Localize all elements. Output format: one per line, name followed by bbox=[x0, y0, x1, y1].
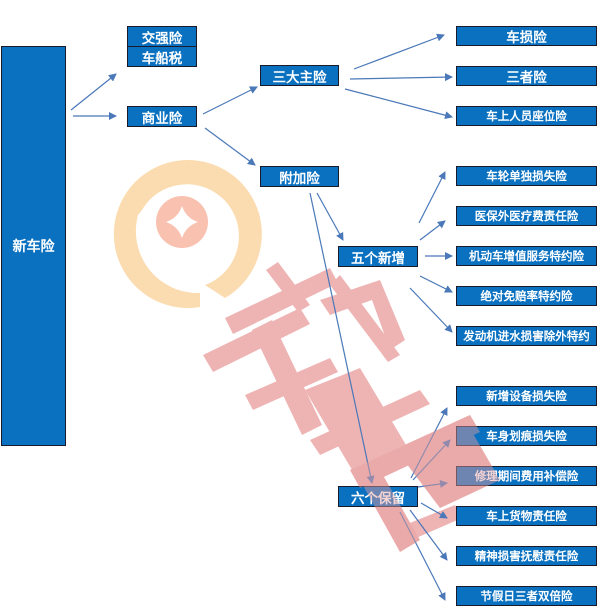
node-label: 车船税 bbox=[141, 50, 183, 67]
node-label: 六个保留 bbox=[351, 490, 405, 507]
root-label: 新车险 bbox=[12, 239, 55, 255]
node-label: 新增设备损失险 bbox=[486, 389, 567, 403]
node-label: 发动机进水损害除外特约 bbox=[463, 329, 590, 343]
node-new-item-2: 医保外医疗费责任险 bbox=[456, 206, 597, 226]
node-label: 车身划痕损失险 bbox=[486, 429, 567, 443]
node-new-item-4: 绝对免赔率特约险 bbox=[456, 286, 597, 306]
node-label: 交强险 bbox=[141, 30, 183, 47]
node-label: 绝对免赔率特约险 bbox=[480, 289, 573, 303]
node-label: 三大主险 bbox=[272, 69, 327, 86]
node-label: 医保外医疗费责任险 bbox=[474, 209, 579, 223]
node-label: 车损险 bbox=[506, 30, 547, 46]
arrow-main-to-third bbox=[349, 73, 453, 82]
node-vehicle-tax: 车船税 bbox=[127, 46, 197, 67]
node-kept-item-1: 新增设备损失险 bbox=[456, 386, 597, 406]
node-commercial-insurance: 商业险 bbox=[127, 106, 197, 127]
node-label: 车上人员座位险 bbox=[486, 109, 567, 123]
arrow-kept-3 bbox=[417, 479, 448, 488]
arrow-commercial-to-main bbox=[202, 86, 258, 115]
node-kept-item-5: 精神损害抚慰责任险 bbox=[456, 546, 597, 566]
node-label: 附加险 bbox=[279, 170, 320, 187]
node-addon-insurance: 附加险 bbox=[260, 166, 339, 187]
node-label: 五个新增 bbox=[351, 250, 405, 267]
node-label: 三者险 bbox=[506, 70, 547, 86]
node-new-item-5: 发动机进水损害除外特约 bbox=[456, 326, 597, 346]
node-compulsory-insurance: 交强险 bbox=[127, 26, 197, 47]
node-label: 精神损害抚慰责任险 bbox=[474, 549, 579, 563]
arrow-main-to-damage bbox=[353, 33, 445, 70]
arrow-kept-5 bbox=[409, 509, 448, 561]
arrow-new-4 bbox=[419, 275, 453, 293]
arrow-new-1 bbox=[418, 171, 446, 224]
arrow-addon-to-kept bbox=[309, 192, 375, 484]
node-five-new: 五个新增 bbox=[338, 246, 418, 267]
arrow-new-5 bbox=[409, 287, 453, 333]
arrow-kept-2 bbox=[412, 439, 451, 481]
arrow-kept-4 bbox=[420, 502, 448, 519]
node-kept-item-4: 车上货物责任险 bbox=[456, 506, 597, 526]
root-node-new-car-insurance: 新车险 bbox=[1, 46, 66, 446]
arrow-kept-6 bbox=[399, 511, 446, 601]
node-six-kept: 六个保留 bbox=[338, 486, 418, 507]
node-third-party: 三者险 bbox=[456, 66, 597, 86]
node-new-item-1: 车轮单独损失险 bbox=[456, 166, 597, 186]
node-new-item-3: 机动车增值服务特约险 bbox=[456, 246, 597, 266]
node-kept-item-2: 车身划痕损失险 bbox=[456, 426, 597, 446]
node-label: 商业险 bbox=[141, 110, 183, 127]
arrow-root-to-compulsory bbox=[70, 73, 117, 111]
node-kept-item-6: 节假日三者双倍险 bbox=[456, 586, 597, 606]
node-kept-item-3: 修理期间费用补偿险 bbox=[456, 466, 597, 486]
node-vehicle-damage: 车损险 bbox=[456, 26, 597, 46]
node-label: 机动车增值服务特约险 bbox=[469, 249, 584, 263]
arrow-new-2 bbox=[419, 220, 446, 241]
node-label: 节假日三者双倍险 bbox=[480, 589, 573, 603]
arrow-main-to-seat bbox=[344, 88, 453, 120]
node-label: 修理期间费用补偿险 bbox=[474, 469, 579, 483]
node-label: 车上货物责任险 bbox=[486, 509, 567, 523]
node-label: 车轮单独损失险 bbox=[486, 169, 567, 183]
node-seat-insurance: 车上人员座位险 bbox=[456, 106, 597, 126]
node-three-main-insurances: 三大主险 bbox=[260, 65, 339, 86]
arrow-commercial-to-addon bbox=[204, 127, 256, 166]
arrow-kept-1 bbox=[410, 407, 448, 479]
arrow-addon-to-new bbox=[316, 192, 344, 241]
